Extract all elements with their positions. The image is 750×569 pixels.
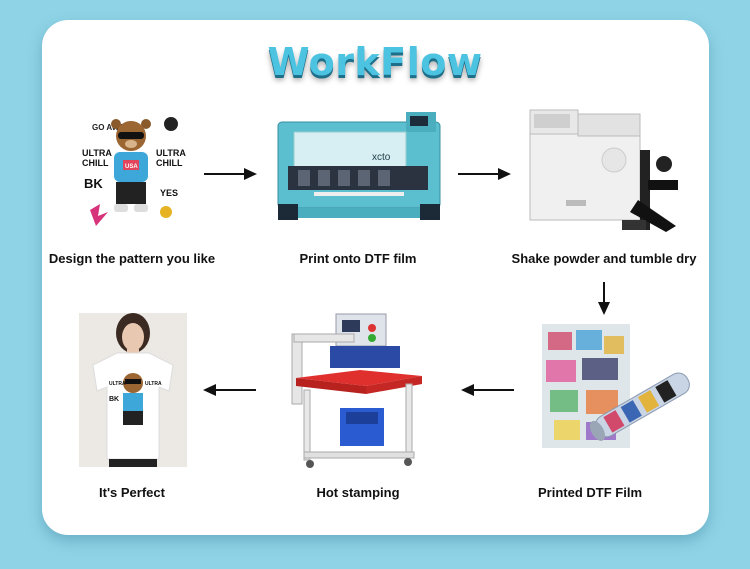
arrow-right-icon [458, 166, 512, 182]
step-label-powder: Shake powder and tumble dry [511, 251, 697, 266]
step-label-design: Design the pattern you like [48, 251, 216, 266]
arrow-left-icon [460, 382, 514, 398]
heat-press-image [290, 312, 430, 472]
svg-text:ULTRA: ULTRA [145, 381, 162, 387]
step-label-press: Hot stamping [316, 485, 400, 500]
svg-text:CHILL: CHILL [82, 158, 109, 168]
arrow-left-icon [202, 382, 256, 398]
step-label-film: Printed DTF Film [538, 485, 642, 500]
design-artwork-image: GO AWAY ULTRA CHILL ULTRA CHILL BK YES U… [76, 112, 188, 234]
bk-text: BK [84, 176, 103, 191]
dtf-printer-image: xcto [274, 108, 444, 228]
printed-film-image [542, 324, 690, 450]
printer-brand-text: xcto [372, 152, 391, 163]
step-label-perfect: It's Perfect [99, 485, 165, 500]
step-label-print: Print onto DTF film [299, 251, 417, 266]
usa-text: USA [125, 164, 138, 170]
svg-text:CHILL: CHILL [156, 158, 183, 168]
go-away-text: GO AWAY [92, 123, 130, 132]
tshirt-photo-image: ULTRA ULTRA BK [79, 313, 187, 467]
arrow-down-icon [596, 282, 612, 316]
yes-text: YES [160, 188, 178, 198]
arrow-right-icon [204, 166, 258, 182]
svg-text:BK: BK [109, 396, 119, 403]
svg-text:ULTRA: ULTRA [82, 148, 112, 158]
svg-text:ULTRA: ULTRA [109, 381, 126, 387]
page-title: WorkFlow [267, 40, 483, 84]
svg-text:ULTRA: ULTRA [156, 148, 186, 158]
powder-shaker-image [526, 100, 686, 242]
